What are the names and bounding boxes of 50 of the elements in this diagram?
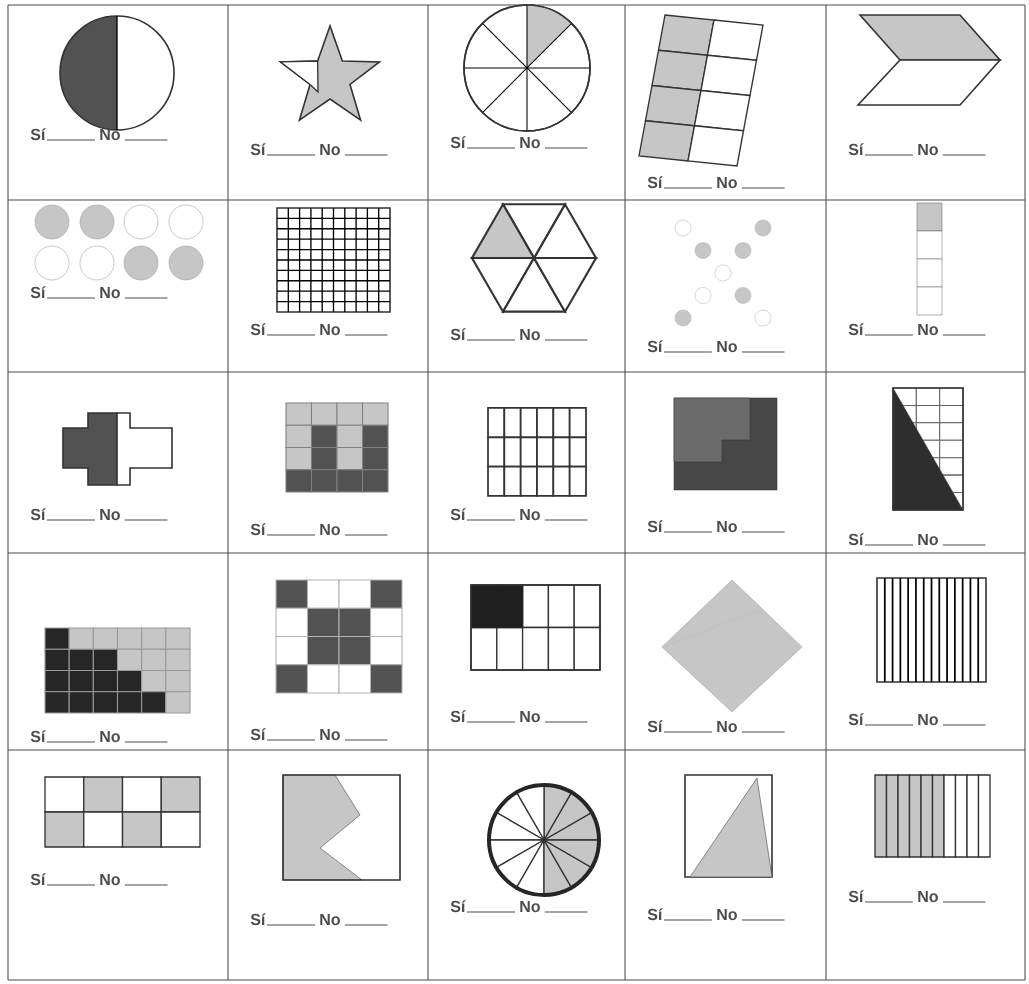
option-label: Sí (250, 913, 266, 926)
option-label: Sí (450, 710, 466, 723)
option-label: No (100, 287, 120, 299)
option-label: No (918, 144, 938, 156)
option-label: No (520, 901, 540, 913)
option-label: No (717, 341, 737, 353)
option-label: No (717, 521, 737, 533)
option-label: Sí (647, 520, 663, 533)
option-label: No (100, 129, 120, 141)
option-label: Sí (848, 713, 864, 726)
option-label: No (100, 731, 120, 743)
option-label: Sí (450, 508, 466, 521)
option-label: Sí (250, 323, 266, 336)
option-label: No (918, 891, 938, 903)
option-label: No (320, 324, 340, 336)
option-label: No (520, 329, 540, 341)
option-label: Sí (30, 508, 46, 521)
option-label: Sí (647, 720, 663, 733)
option-label: No (717, 177, 737, 189)
option-label: No (520, 711, 540, 723)
option-label: No (520, 137, 540, 149)
option-label: Sí (647, 340, 663, 353)
option-label: No (520, 509, 540, 521)
option-label: No (918, 714, 938, 726)
option-label: Sí (30, 873, 46, 886)
option-label: No (320, 524, 340, 536)
option-label: No (918, 534, 938, 546)
option-label: No (320, 914, 340, 926)
option-label: Sí (848, 143, 864, 156)
option-label: No (100, 874, 120, 886)
option-label: No (918, 324, 938, 336)
option-label: Sí (848, 323, 864, 336)
option-label: No (320, 144, 340, 156)
option-label: No (717, 721, 737, 733)
option-label: No (320, 729, 340, 741)
option-label: No (100, 509, 120, 521)
option-label: Sí (647, 908, 663, 921)
option-label: Sí (30, 286, 46, 299)
option-label: Sí (250, 523, 266, 536)
option-label: Sí (450, 328, 466, 341)
option-label: Sí (450, 136, 466, 149)
option-label: Sí (848, 533, 864, 546)
option-label: Sí (30, 128, 46, 141)
option-label: No (717, 909, 737, 921)
option-label: Sí (250, 728, 266, 741)
option-label: Sí (250, 143, 266, 156)
option-label: Sí (30, 730, 46, 743)
option-label: Sí (848, 890, 864, 903)
option-label: Sí (647, 176, 663, 189)
option-label: Sí (450, 900, 466, 913)
